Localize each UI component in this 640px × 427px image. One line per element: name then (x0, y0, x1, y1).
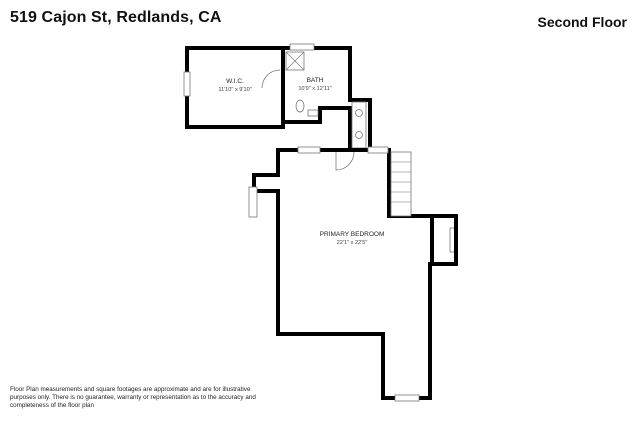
bath-room: BATH 10'9" x 12'11" (281, 43, 372, 152)
bedroom-window-left (248, 186, 258, 218)
bath-name: BATH (307, 77, 324, 84)
primary-bedroom: PRIMARY BEDROOM 22'1" x 22'5" (248, 146, 458, 402)
bedroom-window-top-right (367, 146, 389, 154)
disclaimer: Floor Plan measurements and square foota… (10, 386, 256, 409)
bedroom-alcove (432, 214, 458, 266)
bedroom-dims: 22'1" x 22'5" (337, 240, 368, 246)
floor-label: Second Floor (537, 14, 627, 30)
wic-name: W.I.C. (226, 78, 244, 85)
wic-room: W.I.C. 11'10" x 9'10" (183, 46, 285, 129)
bedroom-window-top (297, 146, 321, 154)
property-address: 519 Cajon St, Redlands, CA (10, 9, 222, 26)
double-vanity (351, 101, 367, 149)
bedroom-door-swing (335, 151, 355, 171)
vanity (307, 109, 319, 117)
bath-window (289, 43, 315, 51)
bedroom-name: PRIMARY BEDROOM (320, 231, 385, 238)
toilet (295, 99, 305, 113)
wic-window (183, 71, 191, 97)
wic-dims: 11'10" x 9'10" (218, 87, 251, 93)
sink-right (355, 131, 363, 139)
sink-left (355, 109, 363, 117)
bath-dims: 10'9" x 12'11" (298, 86, 331, 92)
wic-door-swing (261, 69, 281, 89)
stairs (390, 151, 412, 217)
bedroom-window-bottom (394, 394, 420, 402)
